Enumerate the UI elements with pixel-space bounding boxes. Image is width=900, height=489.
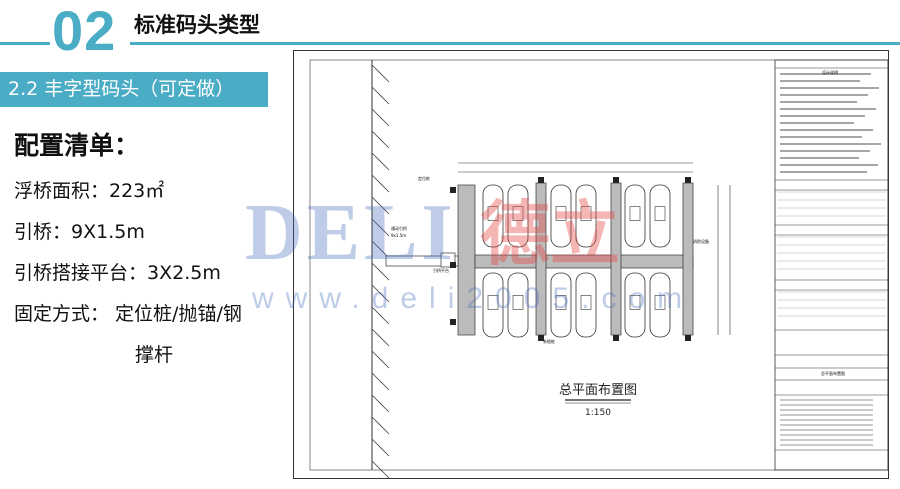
finger-pontoon [610,182,622,336]
hatch-line [371,350,390,369]
boat [482,272,504,338]
hatch-line [371,306,390,325]
config-heading: 配置清单： [14,131,140,160]
boat [649,272,671,338]
drawing-title: 总平面布置图 [559,383,637,398]
finger-pontoon [682,182,694,336]
title-block [774,59,889,471]
hatch-line [371,394,390,413]
boat-cabin [580,295,592,310]
hatch-line [371,108,390,127]
boat [507,272,529,338]
boat-cabin [555,206,567,221]
boat-cabin [629,206,641,221]
boat [624,184,646,248]
spec-gangway: 引桥：9X1.5m [14,221,145,243]
walkway-pontoon [474,254,694,269]
hatch-line [371,196,390,215]
boat-cabin [580,206,592,221]
boat [624,272,646,338]
label-gangway: 通动引桥 [391,225,407,231]
section-number: 02 [52,0,117,62]
block-title: 总平面布置图 [821,370,845,376]
boat [550,272,572,338]
header-rule-right [130,42,900,45]
pile [450,262,456,268]
pile [450,319,456,325]
dock-plan [385,162,731,341]
pile [538,177,544,183]
boat [482,184,504,248]
pile [613,177,619,183]
pile [685,335,691,341]
pile [685,177,691,183]
drawing-scale: 1:150 [585,408,611,418]
hatch-line [371,460,390,479]
hatch-line [371,218,390,237]
spec-platform: 引桥搭接平台：3X2.5m [14,262,221,284]
finger-pontoon [535,182,547,336]
hatch-line [371,86,390,105]
boat-cabin [487,295,499,310]
hatch-line [371,64,390,83]
hatch-line [371,438,390,457]
hatch-line [371,416,390,435]
hatch-line [371,174,390,193]
boat-cabin [512,295,524,310]
hatch-line [371,284,390,303]
boat-cabin [512,206,524,221]
hatch-line [371,372,390,391]
hatch-line [371,262,390,281]
boat-cabin [654,295,666,310]
boat [550,184,572,248]
pile [538,335,544,341]
boat [507,184,529,248]
label-pile: 定位桩 [418,175,430,181]
hatch-line [371,240,390,259]
label-gangway-size: 9x1.5m [391,233,406,238]
boat [649,184,671,248]
hatch-line [371,130,390,149]
wall-hatch [371,64,390,479]
site-plan-drawing: 总平面布置图 1:150 设计说明 总平面布置图 定位桩 通动引桥 9x1.5m… [293,50,889,479]
boat [575,184,597,248]
spec-fixing-cont: 撑杆 [135,344,174,366]
title-block-frame [774,59,889,471]
spec-area: 浮桥面积：223㎡ [14,180,165,202]
pile [450,187,456,193]
notes-title: 设计说明 [822,69,838,75]
pile [613,335,619,341]
boat-cabin [555,295,567,310]
spec-fixing: 固定方式： 定位桩/抛锚/钢 [14,303,242,325]
page-title: 标准码头类型 [134,13,260,37]
main-pontoon [457,184,476,336]
label-finger: 系缆桩 [543,338,555,344]
header-rule-left [0,42,50,45]
section-bar: 2.2 丰字型码头（可定做） [0,72,268,107]
gangway [385,255,459,267]
hatch-line [371,328,390,347]
boat-cabin [487,206,499,221]
label-fender: 消防设备 [693,238,709,244]
hatch-line [371,152,390,171]
boat-cabin [629,295,641,310]
boat-cabin [654,206,666,221]
label-platform: 引桥平台 [433,267,449,273]
boat [575,272,597,338]
